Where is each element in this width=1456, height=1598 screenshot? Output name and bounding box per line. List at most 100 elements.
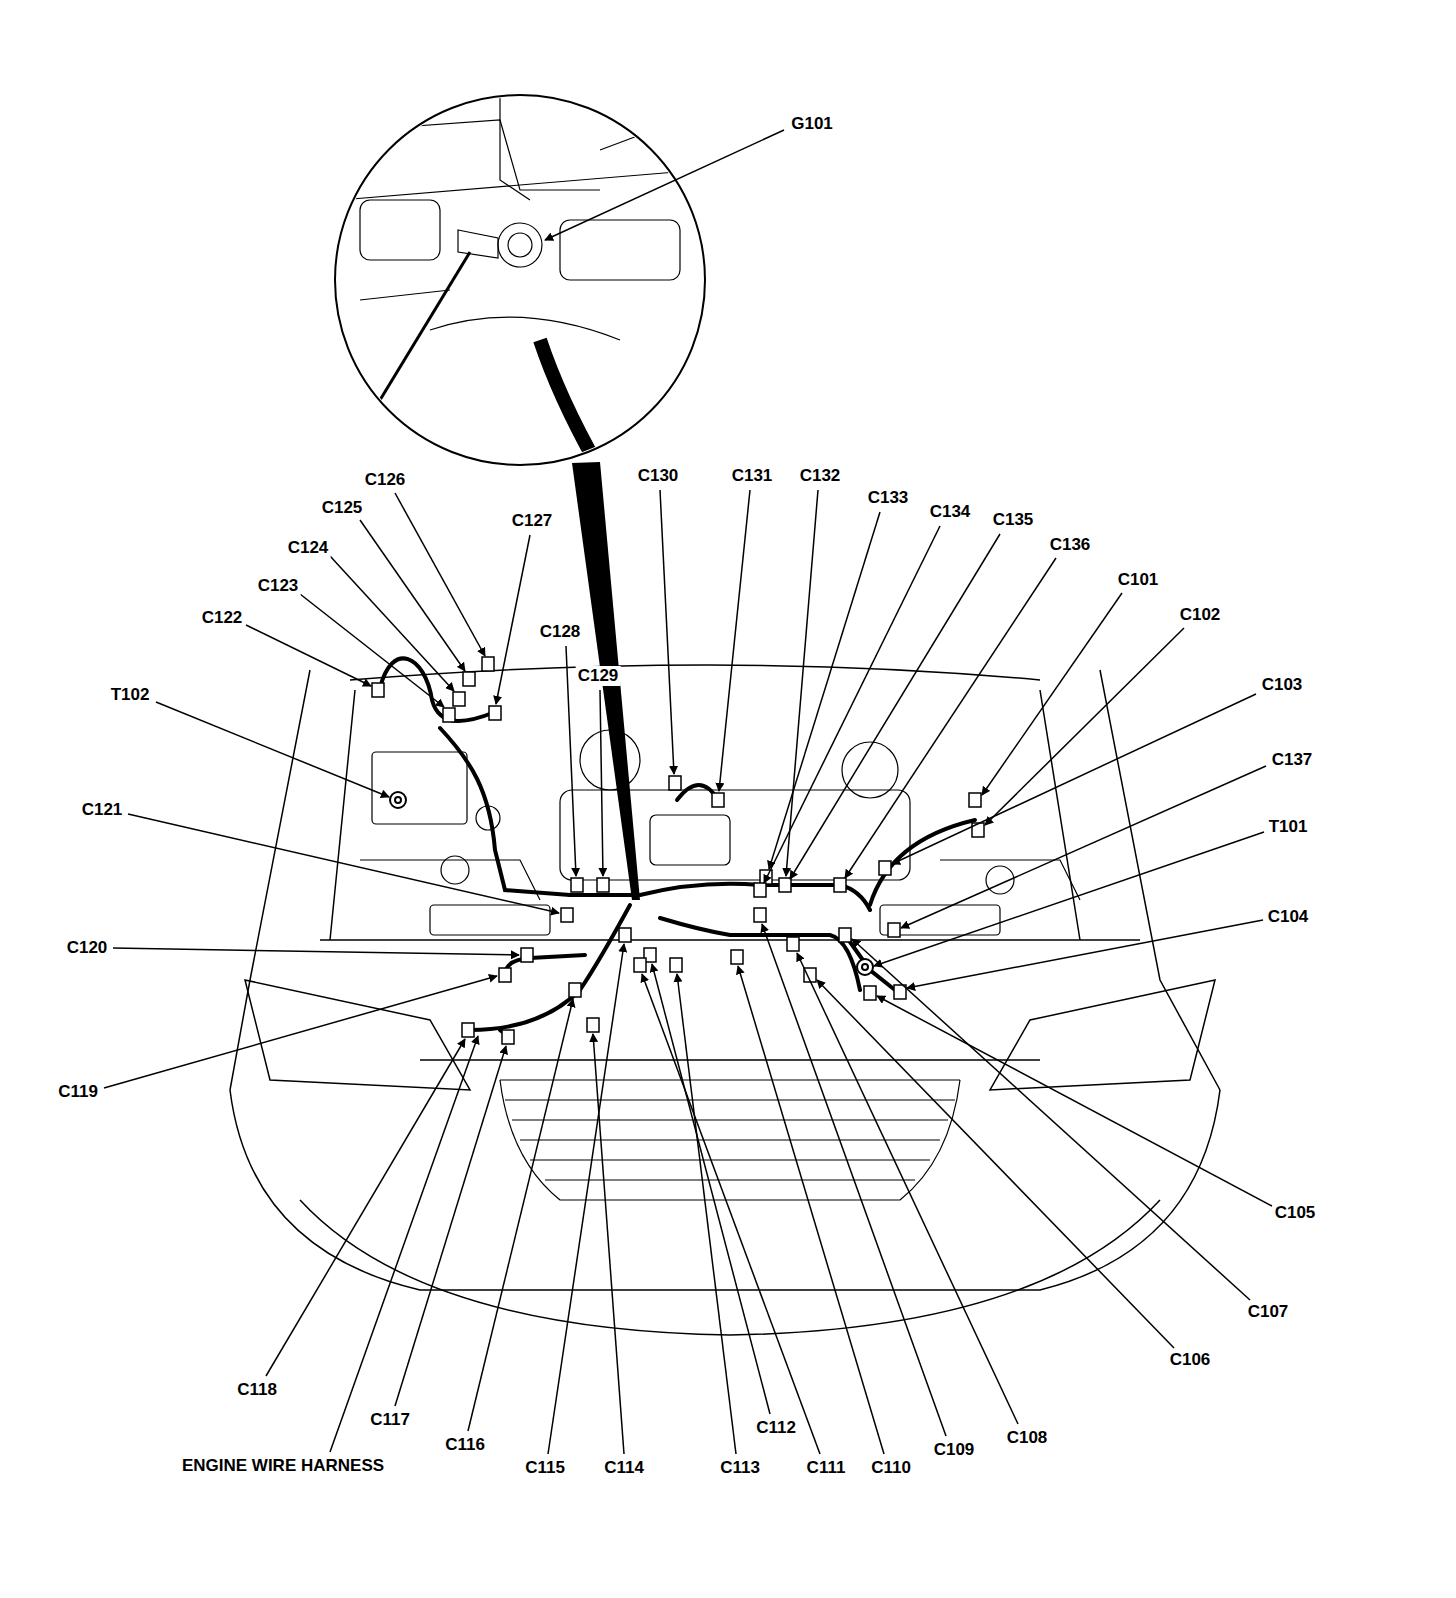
grille <box>545 1179 915 1180</box>
wire-harness <box>380 658 495 721</box>
leader-line <box>764 526 940 883</box>
callout-number: C104 <box>1266 907 1311 927</box>
connector-symbol <box>787 937 799 951</box>
terminal-ring <box>395 797 401 803</box>
leader-line <box>246 625 371 686</box>
callout-number: C114 <box>602 1458 646 1478</box>
leader-line <box>548 944 624 1454</box>
car-body <box>245 980 470 1090</box>
callout-number: C135 <box>991 510 1036 530</box>
leader-line <box>892 694 1256 864</box>
leader-line <box>901 766 1266 928</box>
leader-line <box>330 556 454 691</box>
connector-symbol <box>779 878 791 892</box>
callout-number: C126 <box>363 470 408 490</box>
callout-number: C123 <box>256 576 301 596</box>
connector-symbol <box>619 928 631 942</box>
callout-number: C133 <box>866 488 911 508</box>
leader-line <box>874 832 1264 966</box>
terminal-ring <box>857 959 873 975</box>
car-body <box>230 670 310 1090</box>
connector-symbol <box>754 883 766 897</box>
connector-symbol <box>489 706 501 720</box>
connector-symbol <box>864 986 876 1000</box>
wire-harness <box>580 905 630 990</box>
car-body <box>350 665 1040 680</box>
engine-parts <box>650 815 730 865</box>
callout-number: C129 <box>576 666 621 686</box>
callout-number: C124 <box>286 538 331 558</box>
connector-symbol <box>463 672 475 686</box>
leader-line <box>300 594 444 707</box>
connector-symbol <box>453 692 465 706</box>
callout-number: C137 <box>1270 750 1315 770</box>
grille <box>500 1079 960 1080</box>
connector-symbol <box>879 861 891 875</box>
engine-parts <box>360 860 540 900</box>
terminal-ring <box>390 792 406 808</box>
leader-line <box>104 130 1272 1454</box>
leader-line <box>128 814 559 913</box>
leader-line <box>790 534 1000 879</box>
callout-number: C125 <box>320 498 365 518</box>
wire-harness <box>570 884 870 910</box>
callout-number: C119 <box>56 1082 100 1102</box>
connector-symbol <box>561 908 573 922</box>
connector-symbol <box>521 948 533 962</box>
leader-line <box>719 490 750 791</box>
callout-number: C130 <box>636 466 681 486</box>
connector-symbol <box>499 968 511 982</box>
wire-harness <box>470 990 580 1030</box>
leader-line <box>738 966 884 1454</box>
callout-number: C115 <box>523 1458 567 1478</box>
connector-symbol <box>634 958 646 972</box>
leader-line <box>496 535 530 704</box>
leader-line <box>817 980 1174 1348</box>
leader-line <box>652 964 770 1414</box>
leader-line <box>786 490 818 876</box>
callout-number: C102 <box>1178 605 1223 625</box>
car-body <box>230 665 1220 1335</box>
terminal-ring <box>390 792 873 975</box>
leader-line <box>593 1034 624 1454</box>
callout-number: C111 <box>805 1458 848 1478</box>
callout-number: C117 <box>368 1410 412 1430</box>
leader-line <box>330 1036 478 1452</box>
leader-line <box>762 924 946 1436</box>
grille <box>500 1080 960 1200</box>
leader-line <box>797 953 1018 1424</box>
leader-line <box>156 702 389 797</box>
leader-line <box>877 996 1272 1206</box>
callout-number: C108 <box>1005 1428 1050 1448</box>
wire-harness <box>660 918 860 990</box>
leader-line <box>660 490 674 774</box>
leader-line <box>852 939 1250 1300</box>
callout-number: C127 <box>510 511 555 531</box>
connector-symbol <box>839 928 851 942</box>
grille <box>520 1139 940 1140</box>
callout-number: C106 <box>1168 1350 1213 1370</box>
leader-line <box>769 512 880 869</box>
detail-magnifier <box>335 90 705 470</box>
car-body <box>420 1059 1040 1061</box>
leader-line <box>566 646 576 876</box>
callout-number: C113 <box>718 1458 762 1478</box>
detail-magnifier <box>340 90 700 470</box>
wire-harness <box>845 935 895 990</box>
connector-symbol <box>569 983 581 997</box>
callout-number: C105 <box>1273 1203 1318 1223</box>
callout-number: C107 <box>1246 1302 1291 1322</box>
leader-line <box>113 948 519 955</box>
callout-number: C101 <box>1116 570 1161 590</box>
callout-number: C134 <box>928 502 973 522</box>
connector-symbol <box>597 878 609 892</box>
leader-line <box>545 130 784 240</box>
leader-line <box>982 593 1122 795</box>
callout-number: C122 <box>200 608 245 628</box>
leader-line <box>907 920 1263 988</box>
leader-line <box>468 999 573 1431</box>
connector-symbol <box>834 878 846 892</box>
connector-symbol <box>502 1030 514 1044</box>
callout-number: C103 <box>1260 675 1305 695</box>
